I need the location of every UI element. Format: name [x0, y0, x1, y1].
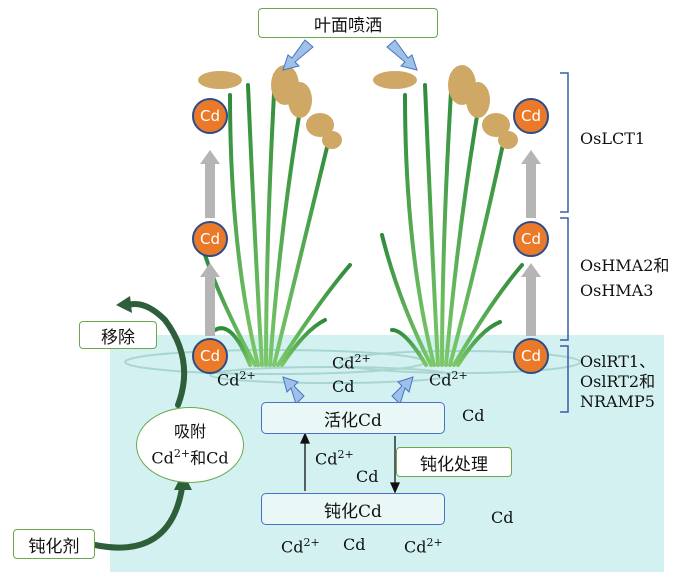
ion-cd2-root-left: Cd2+ — [217, 369, 256, 390]
cd-circle-right-top: Cd — [513, 98, 549, 134]
gene-label-oshma-line2: OsHMA3 — [580, 281, 654, 300]
root-uptake-arrows — [282, 376, 414, 405]
rice-grains-right — [373, 65, 518, 149]
cd-circle-left-bottom: Cd — [192, 338, 228, 374]
ion-cd-middle: Cd — [356, 467, 379, 486]
transport-arrows-right — [521, 150, 541, 336]
rice-grains-left — [198, 65, 342, 149]
passivation-treatment-label: 钝化处理 — [396, 447, 512, 477]
cd-circle-left-top: Cd — [192, 98, 228, 134]
ion-cd-center: Cd — [332, 377, 355, 396]
ion-cd-lower-right: Cd — [491, 508, 514, 527]
ion-cd-bottom: Cd — [343, 535, 366, 554]
cd-circle-right-bottom: Cd — [513, 338, 549, 374]
cd-circle-left-middle: Cd — [192, 221, 228, 257]
ion-cd2-bottom-left: Cd2+ — [281, 536, 320, 557]
active-cd-box: 活化Cd — [261, 402, 445, 434]
ion-cd-right: Cd — [462, 406, 485, 425]
rice-plant-right — [380, 73, 524, 367]
foliar-spray-label: 叶面喷洒 — [258, 8, 438, 38]
passive-cd-box: 钝化Cd — [261, 493, 445, 525]
ion-cd2-root-right: Cd2+ — [429, 369, 468, 390]
ion-cd2-center: Cd2+ — [332, 352, 371, 373]
adsorption-title: 吸附 — [173, 421, 206, 441]
spray-arrows — [282, 39, 418, 71]
adsorption-ellipse: 吸附 Cd2+和Cd — [136, 407, 244, 483]
gene-label-osirt-line3: NRAMP5 — [580, 392, 655, 411]
gene-label-oslct1: OsLCT1 — [580, 129, 646, 148]
curved-arrows — [92, 301, 188, 551]
removal-label: 移除 — [79, 321, 157, 349]
gene-label-osirt-line1: OslRT1、 — [580, 352, 656, 371]
cd-circle-right-middle: Cd — [513, 221, 549, 257]
gene-label-oshma-line1: OsHMA2和 — [580, 256, 670, 275]
ion-cd2-bottom-right: Cd2+ — [404, 536, 443, 557]
passivating-agent-label: 钝化剂 — [13, 529, 95, 559]
gene-brackets — [560, 72, 569, 413]
transport-arrows-left — [200, 150, 220, 336]
adsorption-content: Cd2+和Cd — [151, 446, 229, 468]
ion-cd2-middle: Cd2+ — [315, 448, 354, 469]
exchange-arrows — [299, 432, 401, 494]
gene-label-osirt-line2: OslRT2和 — [580, 372, 656, 391]
